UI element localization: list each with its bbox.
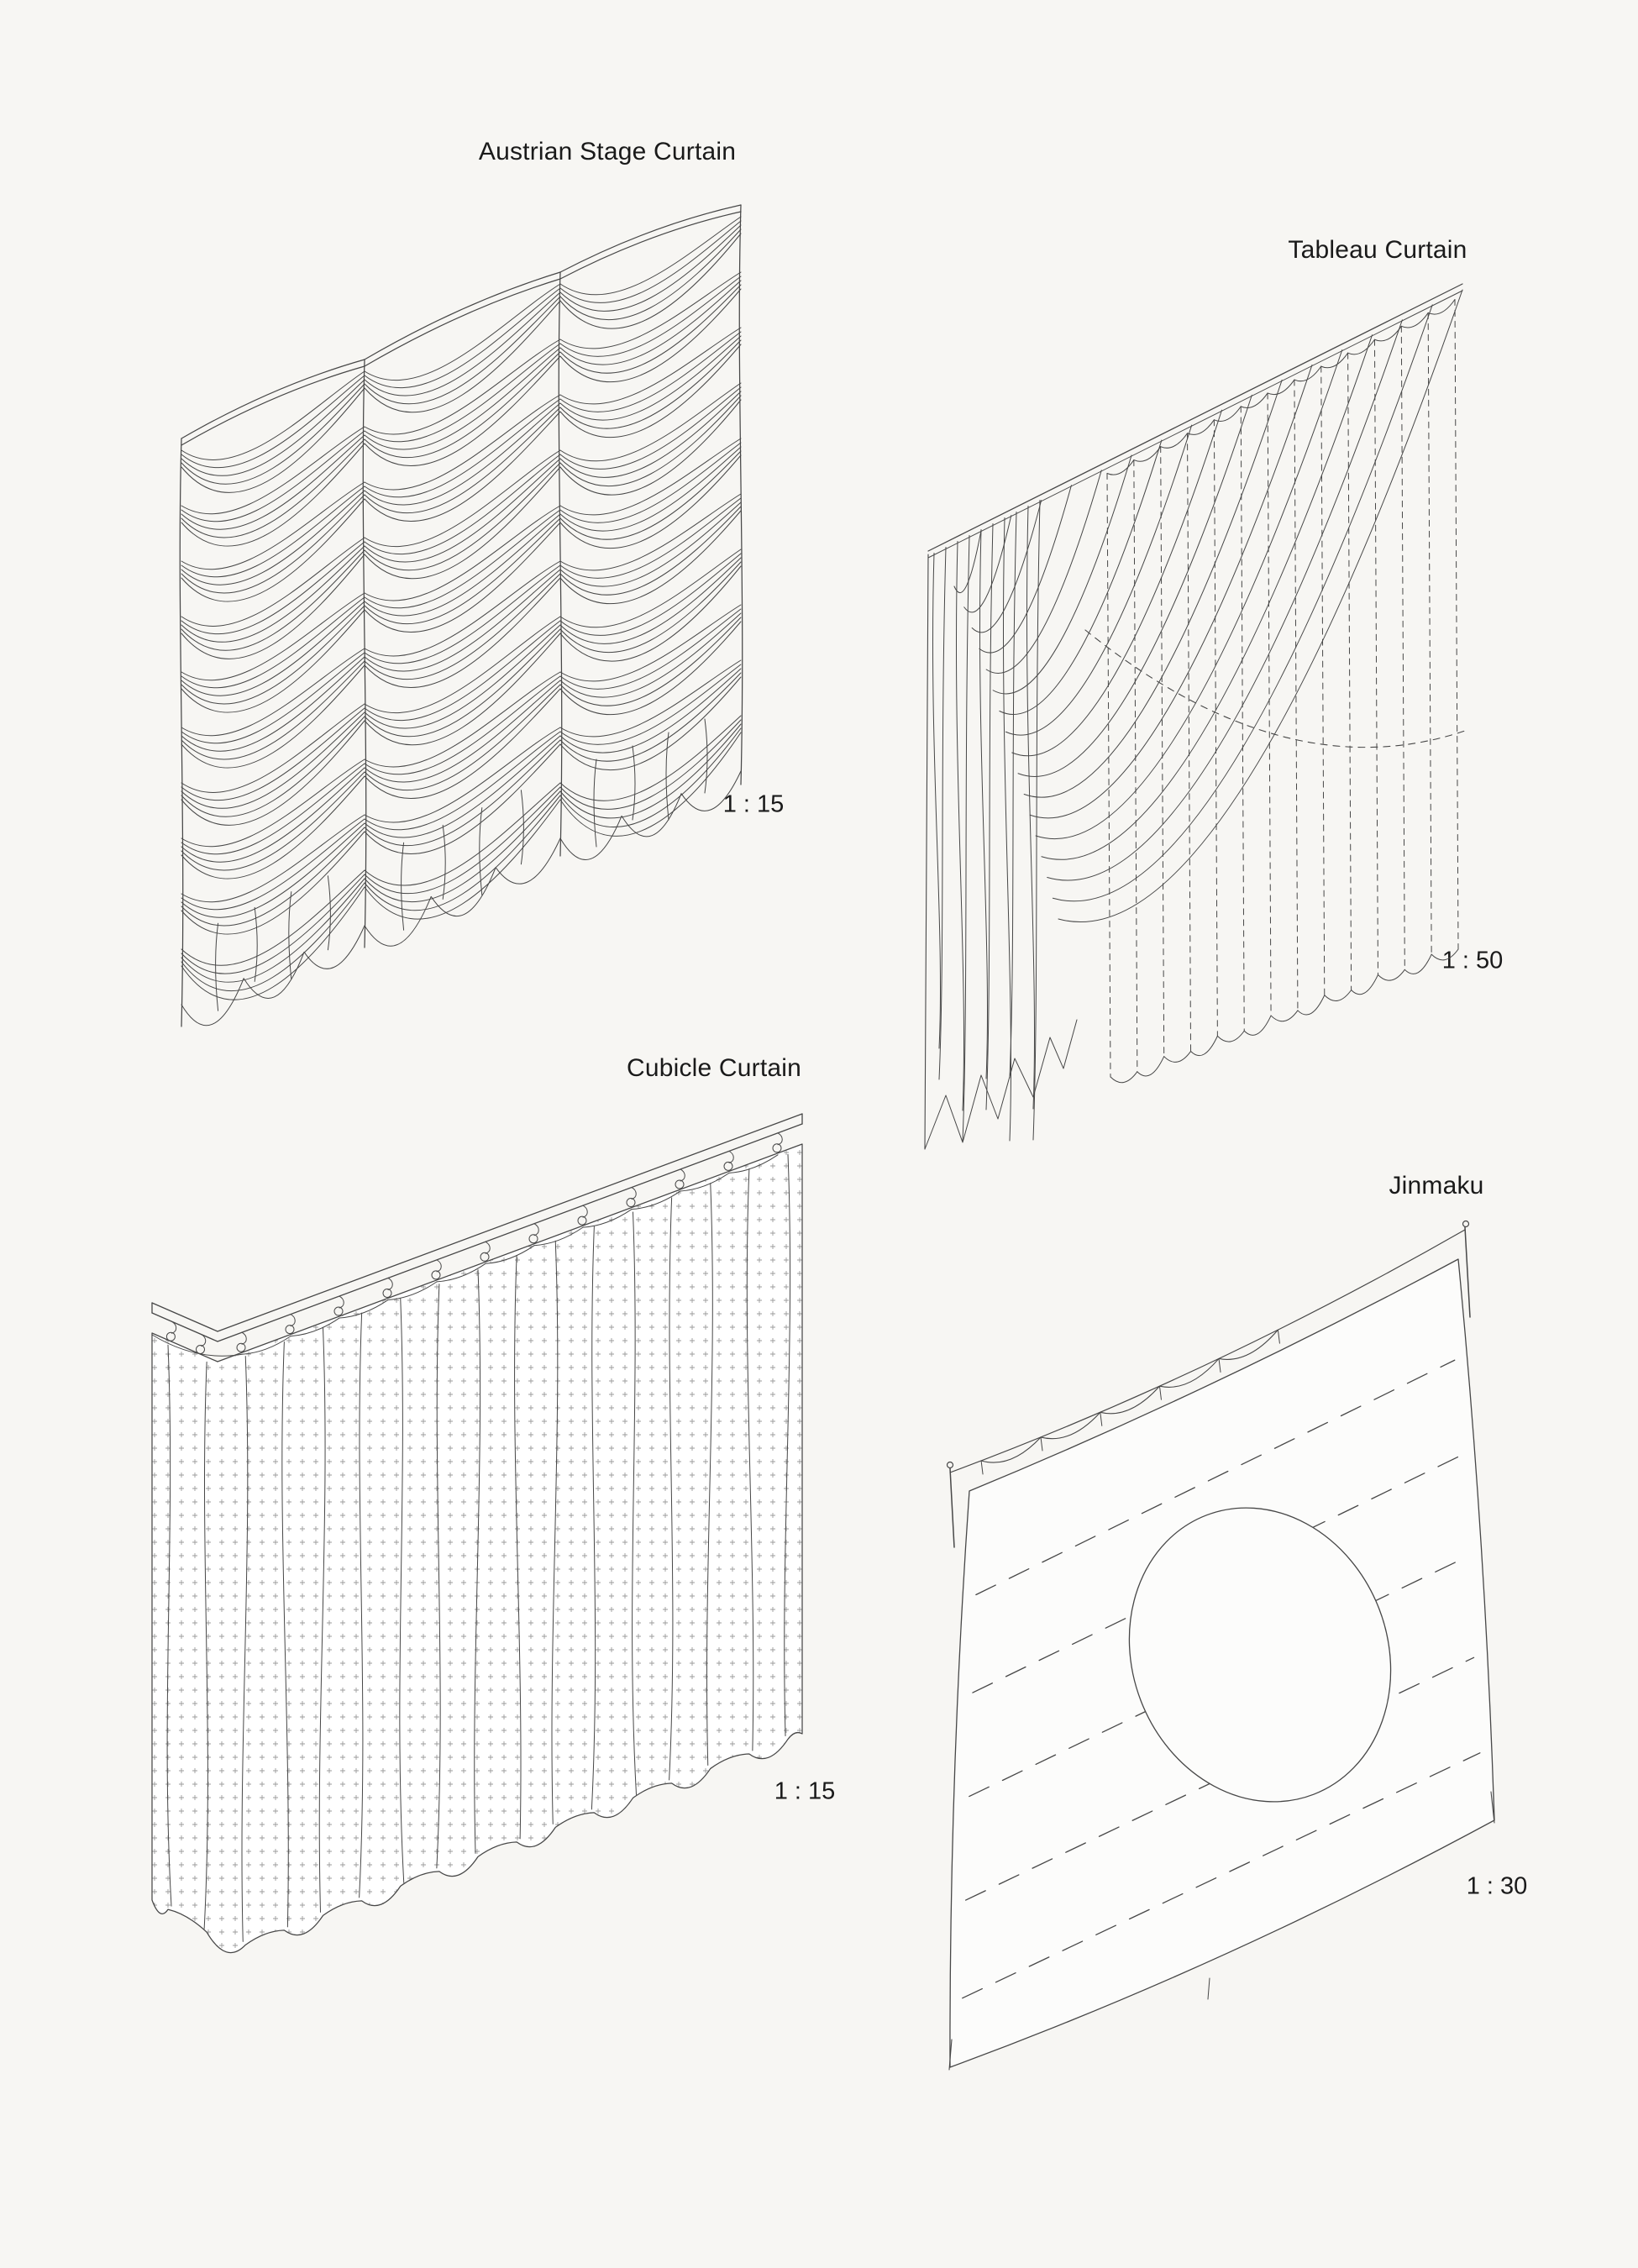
figure-scale-tableau: 1 : 50: [1441, 947, 1504, 974]
figure-title-cubicle: Cubicle Curtain: [626, 1054, 802, 1082]
figure-title-tableau: Tableau Curtain: [1288, 236, 1467, 264]
figure-scale-cubicle: 1 : 15: [774, 1777, 836, 1805]
figure-title-jinmaku: Jinmaku: [1389, 1172, 1484, 1200]
figure-scale-austrian: 1 : 15: [722, 790, 785, 818]
austrian-stage-curtain-drawing: [179, 204, 743, 1027]
figure-title-austrian: Austrian Stage Curtain: [478, 138, 737, 165]
cubicle-curtain-drawing: [151, 1113, 803, 1954]
jinmaku-curtain-drawing: [946, 1220, 1495, 2071]
figure-scale-jinmaku: 1 : 30: [1466, 1872, 1528, 1900]
tableau-curtain-drawing: [924, 283, 1466, 1150]
